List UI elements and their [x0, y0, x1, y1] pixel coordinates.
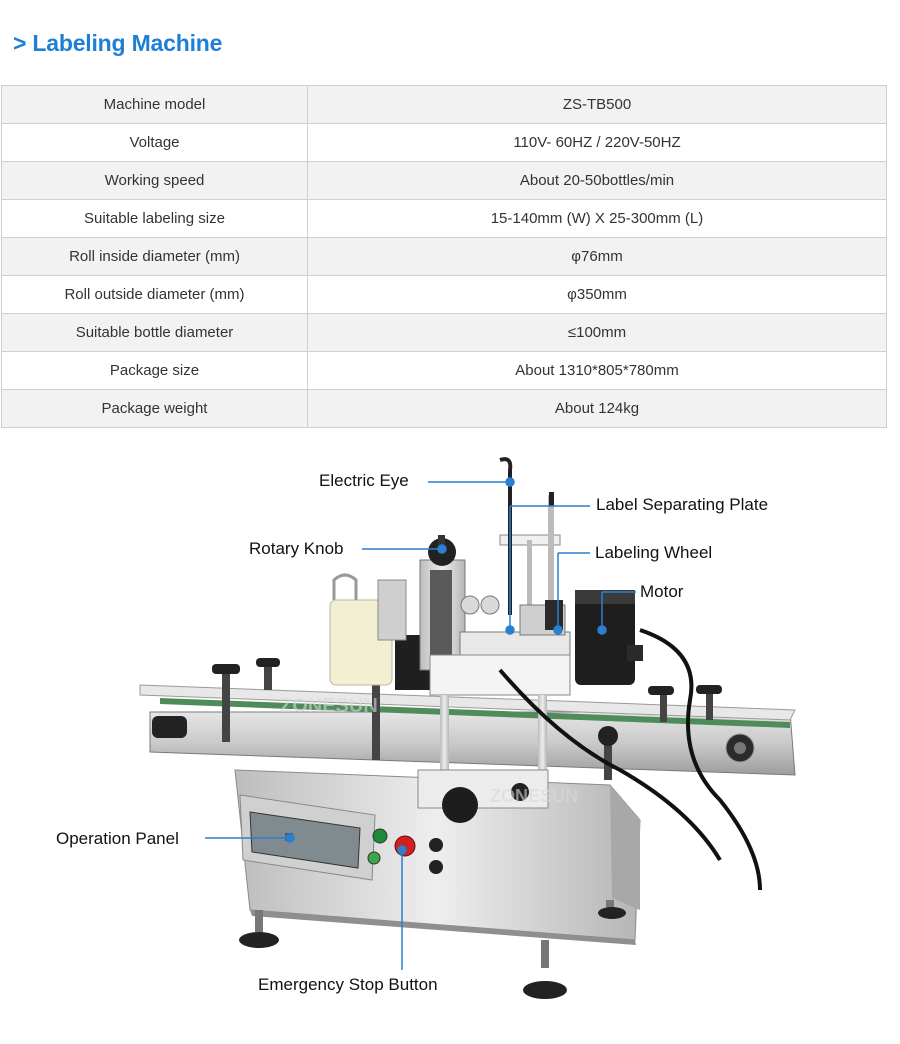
- spec-label: Machine model: [1, 85, 308, 124]
- spec-label: Package size: [1, 351, 308, 390]
- spec-label: Working speed: [1, 161, 308, 200]
- table-row: Suitable bottle diameter≤100mm: [1, 313, 887, 352]
- callout-operation-panel: Operation Panel: [56, 829, 179, 848]
- spec-value: φ350mm: [307, 275, 887, 314]
- label-roll-assembly: [329, 535, 500, 690]
- spec-value: 15-140mm (W) X 25-300mm (L): [307, 199, 887, 238]
- spec-label: Roll inside diameter (mm): [1, 237, 308, 276]
- callout-motor: Motor: [640, 582, 684, 601]
- callout-rotary-knob: Rotary Knob: [249, 539, 344, 558]
- spec-value: φ76mm: [307, 237, 887, 276]
- watermark-text-secondary: ZONESUN: [490, 786, 578, 806]
- spec-value: About 20-50bottles/min: [307, 161, 887, 200]
- spec-value: ≤100mm: [307, 313, 887, 352]
- table-row: Roll inside diameter (mm)φ76mm: [1, 237, 887, 276]
- applicator-head: [417, 457, 571, 823]
- page-title: > Labeling Machine: [13, 30, 223, 56]
- spec-value: 110V- 60HZ / 220V-50HZ: [307, 123, 887, 162]
- callout-leaders: [205, 477, 636, 970]
- callout-emergency-stop-button: Emergency Stop Button: [258, 975, 438, 994]
- machine-figure: ZONESUN ZONESUN Electric Eye Label Separ…: [0, 440, 900, 1039]
- table-row: Roll outside diameter (mm)φ350mm: [1, 275, 887, 314]
- callout-label-separating-plate: Label Separating Plate: [596, 495, 769, 514]
- spec-label: Voltage: [1, 123, 308, 162]
- spec-label: Roll outside diameter (mm): [1, 275, 308, 314]
- spec-value: About 124kg: [307, 389, 887, 428]
- motor: [498, 590, 762, 891]
- machine-feet: [239, 900, 626, 999]
- watermark-text: ZONESUN: [280, 695, 378, 717]
- spec-label: Package weight: [1, 389, 308, 428]
- spec-label: Suitable bottle diameter: [1, 313, 308, 352]
- conveyor: [139, 684, 796, 776]
- machine-illustration: ZONESUN ZONESUN: [139, 457, 796, 999]
- spec-value: About 1310*805*780mm: [307, 351, 887, 390]
- callout-electric-eye: Electric Eye: [319, 471, 409, 490]
- spec-label: Suitable labeling size: [1, 199, 308, 238]
- spec-value: ZS-TB500: [307, 85, 887, 124]
- callout-labeling-wheel: Labeling Wheel: [595, 543, 713, 562]
